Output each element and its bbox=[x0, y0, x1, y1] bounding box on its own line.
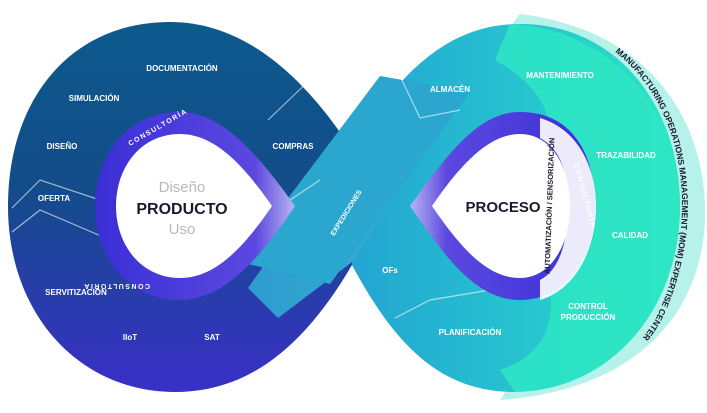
label-sat: SAT bbox=[204, 333, 220, 342]
label-almacen: ALMACÉN bbox=[430, 85, 470, 94]
expediciones-band-body bbox=[240, 76, 470, 284]
label-oferta: OFERTA bbox=[38, 194, 71, 203]
process-title: PROCESO bbox=[465, 199, 540, 216]
label-calidad: CALIDAD bbox=[612, 231, 648, 240]
label-trazabilidad: TRAZABILIDAD bbox=[596, 151, 656, 160]
label-servitizacion: SERVITIZACIÓN bbox=[45, 288, 107, 297]
label-compras: COMPRAS bbox=[273, 142, 315, 151]
product-line-uso: Uso bbox=[169, 221, 196, 238]
label-iiot: IIoT bbox=[123, 333, 137, 342]
label-control-line2: PRODUCCIÓN bbox=[561, 313, 616, 322]
product-line-diseno: Diseño bbox=[159, 179, 206, 196]
label-mantenimiento: MANTENIMIENTO bbox=[526, 71, 593, 80]
right-inner-circle bbox=[432, 134, 570, 278]
label-consultoria-bottom: CONSULTORÍA bbox=[83, 282, 150, 291]
product-title: PRODUCTO bbox=[136, 201, 227, 218]
label-documentacion: DOCUMENTACIÓN bbox=[146, 64, 218, 73]
label-diseno: DISEÑO bbox=[47, 142, 78, 151]
label-planificacion: PLANIFICACIÓN bbox=[439, 328, 502, 337]
label-simulacion: SIMULACIÓN bbox=[69, 94, 120, 103]
right-dividers bbox=[394, 75, 491, 319]
left-inner-circle bbox=[116, 134, 272, 278]
left-dividers bbox=[11, 71, 321, 243]
label-control-line1: CONTROL bbox=[568, 302, 608, 311]
label-ofs: OFs bbox=[382, 266, 398, 275]
